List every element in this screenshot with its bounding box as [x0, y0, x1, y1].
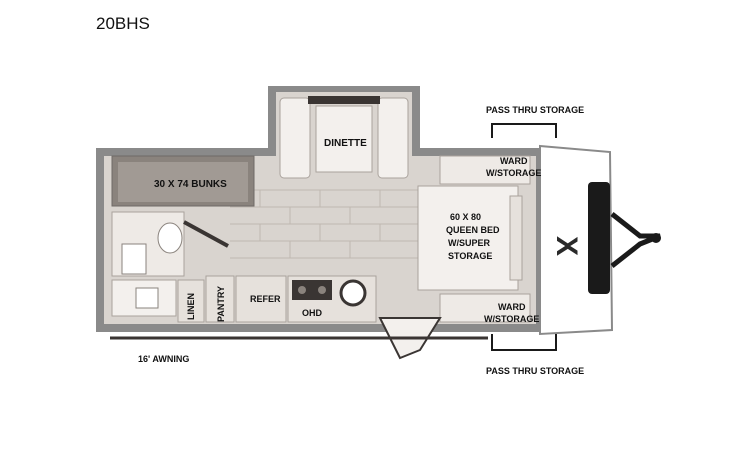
pass-thru-bracket-top — [491, 123, 557, 138]
front-window — [588, 182, 610, 294]
label-ward-bottom-1: WARD — [498, 302, 526, 312]
bunks-mattress — [118, 162, 248, 202]
kitchen-sink — [339, 279, 367, 307]
burner-2 — [318, 286, 326, 294]
stove — [292, 280, 332, 300]
bath-sink — [121, 243, 147, 275]
label-ward-top-1: WARD — [500, 156, 528, 166]
dinette-seat-right — [377, 97, 409, 179]
label-linen: LINEN — [186, 293, 196, 320]
bath-door — [183, 220, 229, 248]
bed-pillows — [509, 195, 523, 281]
label-bunks: 30 X 74 BUNKS — [154, 179, 227, 190]
pantry-cabinet — [205, 275, 235, 323]
queen-bed — [417, 185, 519, 291]
dinette-seat-left — [279, 97, 311, 179]
ward-top — [439, 155, 531, 185]
label-pass-thru-top: PASS THRU STORAGE — [486, 105, 584, 115]
label-queen-bed-3: W/SUPER — [448, 238, 491, 248]
model-title: 20BHS — [96, 14, 150, 33]
dinette-window — [308, 96, 380, 104]
dinette-table — [315, 105, 373, 173]
burner-1 — [298, 286, 306, 294]
toilet — [157, 222, 183, 254]
label-ward-top-2: W/STORAGE — [486, 168, 541, 178]
label-awning: 16' AWNING — [138, 354, 189, 364]
label-dinette: DINETTE — [324, 138, 367, 149]
shower-base — [135, 287, 159, 309]
label-queen-bed-1: 60 X 80 — [450, 212, 481, 222]
label-refer: REFER — [250, 294, 281, 304]
brand-logo: X — [550, 236, 583, 256]
label-queen-bed-2: QUEEN BED — [446, 225, 500, 235]
label-queen-bed-4: STORAGE — [448, 251, 492, 261]
pass-thru-bracket-bottom — [491, 334, 557, 351]
linen-cabinet — [177, 279, 205, 323]
floor-tiles — [230, 189, 420, 259]
hitch-ball — [651, 233, 661, 243]
label-pantry: PANTRY — [216, 286, 226, 322]
ward-bottom — [439, 293, 531, 323]
label-ward-bottom-2: W/STORAGE — [484, 314, 539, 324]
label-pass-thru-bottom: PASS THRU STORAGE — [486, 366, 584, 376]
refer-cabinet — [235, 275, 287, 323]
label-ohd: OHD — [302, 308, 323, 318]
